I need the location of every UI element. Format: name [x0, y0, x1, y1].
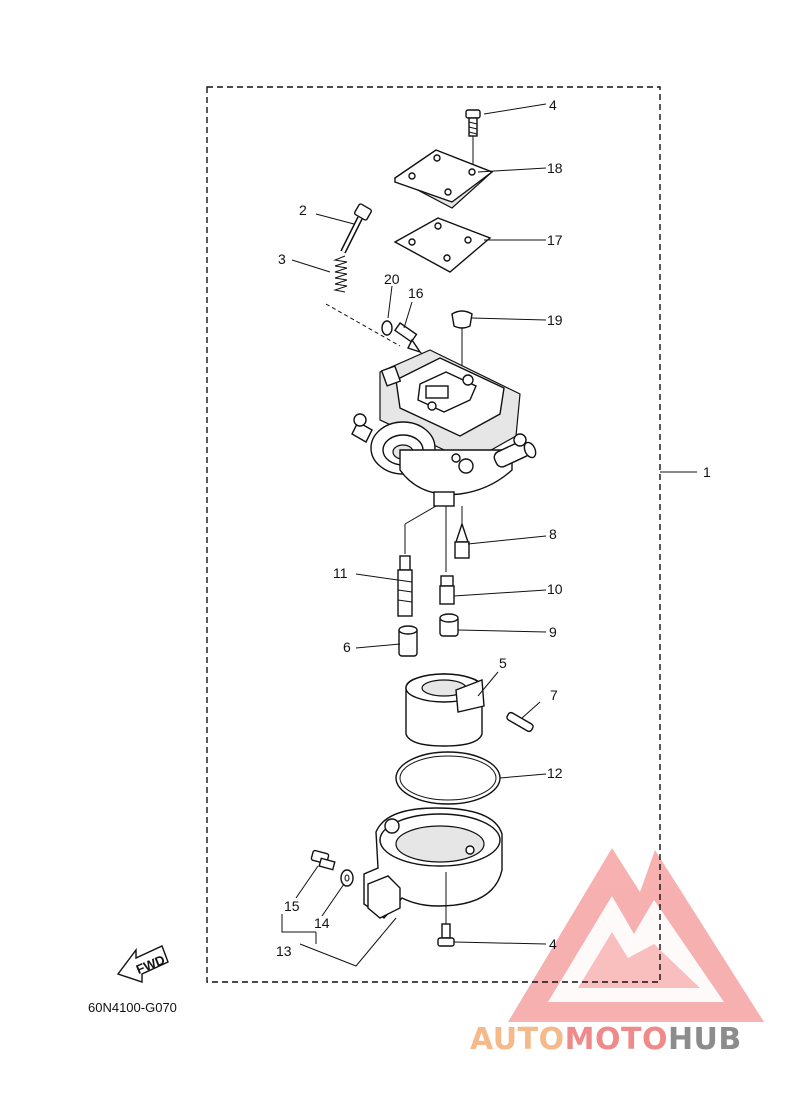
part-plug: [398, 625, 418, 657]
callout-18: 18: [547, 160, 563, 176]
callout-9: 9: [549, 624, 557, 640]
callout-12: 12: [547, 765, 563, 781]
part-screw-top: [465, 109, 481, 166]
watermark-logo-icon: [508, 848, 764, 1022]
callout-1: 1: [703, 464, 711, 480]
watermark-brand-text: AUTOMOTOHUB: [470, 1022, 795, 1058]
part-main-nozzle: [397, 555, 413, 617]
part-float-needle: [454, 521, 470, 559]
fwd-label: FWD: [134, 952, 167, 977]
part-float-pin: [506, 711, 534, 733]
part-float-bowl: [363, 807, 503, 924]
part-bowl-gasket: [395, 751, 501, 805]
part-spring: [325, 255, 401, 347]
brand-part-moto: MOTO: [564, 1022, 668, 1057]
leader-lines: [281, 103, 547, 967]
callout-11: 11: [333, 565, 348, 581]
part-pilot-screw: [340, 203, 373, 254]
brand-part-auto: AUTO: [470, 1022, 565, 1057]
callout-16: 16: [408, 285, 424, 301]
callout-2: 2: [299, 202, 307, 218]
part-washer: [340, 869, 354, 887]
part-drain-screw: [310, 849, 336, 871]
callout-19: 19: [547, 312, 563, 328]
part-gasket-plate: [393, 217, 492, 273]
callout-17: 17: [547, 232, 563, 248]
part-pilot-jet: [439, 575, 455, 605]
callout-20: 20: [384, 271, 400, 287]
fwd-arrow-icon: FWD: [116, 945, 169, 983]
part-screw-bottom: [437, 923, 455, 947]
assembly-boundary: [206, 86, 661, 983]
callout-5: 5: [499, 655, 507, 671]
part-main-jet: [439, 613, 459, 637]
callout-3: 3: [278, 251, 286, 267]
callout-4-bottom: 4: [549, 936, 557, 952]
part-oring-small: [381, 320, 393, 336]
callout-13: 13: [276, 943, 292, 959]
callout-15: 15: [284, 898, 300, 914]
callout-4-top: 4: [549, 97, 557, 113]
callout-10: 10: [547, 581, 563, 597]
callout-7: 7: [550, 687, 558, 703]
diagram-code: 60N4100-G070: [88, 1000, 177, 1015]
part-cap: [451, 310, 473, 376]
part-float: [405, 673, 485, 747]
brand-part-hub: HUB: [667, 1022, 742, 1057]
part-cover-plate: [393, 149, 494, 209]
callout-8: 8: [549, 526, 557, 542]
part-carburetor-body: [351, 349, 537, 507]
callout-14: 14: [314, 915, 330, 931]
callout-6: 6: [343, 639, 351, 655]
